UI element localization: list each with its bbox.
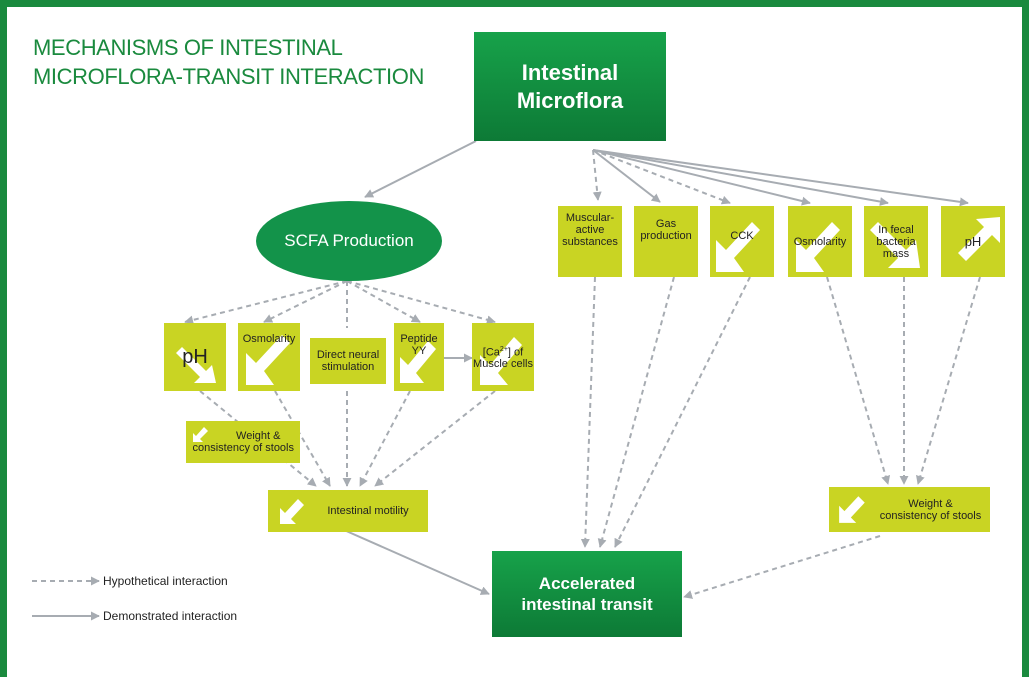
increase-arrow-icon bbox=[400, 341, 436, 383]
peptide-line-2: YY bbox=[411, 345, 427, 357]
edge-microflora-cck bbox=[592, 149, 731, 205]
neural-line-2: stimulation bbox=[321, 361, 375, 373]
edge-cck-accelerated bbox=[614, 276, 751, 548]
osmolarity-box-right: Osmolarity bbox=[788, 206, 852, 277]
increase-arrow-icon bbox=[716, 222, 760, 272]
edge-microflora-fecal bbox=[592, 149, 889, 206]
edge-scfa-peptide bbox=[346, 280, 421, 323]
peptide-line-1: Peptide bbox=[400, 333, 438, 345]
increase-arrow-icon bbox=[796, 222, 840, 272]
edge-osmolarity-motility bbox=[274, 390, 331, 487]
osmolarity-label-left: Osmolarity bbox=[242, 333, 296, 345]
increase-arrow-icon bbox=[480, 337, 522, 385]
fecal-bacteria-box: In fecal bacteria mass bbox=[864, 206, 928, 277]
muscular-line-1: Muscular- bbox=[565, 212, 615, 224]
diagram-title: MECHANISMS OF INTESTINAL MICROFLORA-TRAN… bbox=[33, 33, 453, 91]
decrease-arrow-icon bbox=[958, 217, 1000, 261]
fecal-line-2: bacteria bbox=[876, 235, 916, 248]
cck-box: CCK bbox=[710, 206, 774, 277]
calcium-line-2: Muscle cells bbox=[473, 358, 533, 371]
weight-box-left: Weight & consistency of stools bbox=[186, 421, 300, 463]
edge-calcium-motility bbox=[374, 390, 496, 487]
edge-peptide-motility bbox=[359, 390, 411, 487]
ph-box-right: pH bbox=[941, 206, 1005, 277]
edge-ph-weight bbox=[916, 276, 981, 485]
edge-microflora-muscular bbox=[592, 149, 602, 201]
muscular-line-3: substances bbox=[562, 236, 618, 248]
edge-osmolarity-weight bbox=[826, 276, 891, 485]
peptide-yy-box: Peptide YY bbox=[394, 323, 444, 391]
ph-label-left: pH bbox=[182, 346, 208, 368]
scfa-label: SCFA Production bbox=[284, 231, 414, 250]
decrease-arrow-icon bbox=[176, 347, 216, 383]
edge-scfa-ph bbox=[184, 280, 348, 325]
edge-microflora-ph bbox=[592, 149, 969, 207]
edge-microflora-osmolarity bbox=[592, 149, 811, 206]
accelerated-line-2: intestinal transit bbox=[521, 595, 653, 614]
osmolarity-label-right: Osmolarity bbox=[793, 236, 847, 248]
calcium-box: [Ca2+] of Muscle cells bbox=[472, 323, 534, 391]
muscular-active-box: Muscular- active substances bbox=[558, 206, 622, 277]
cck-label: CCK bbox=[730, 230, 754, 242]
weight-box-right: Weight & consistency of stools bbox=[829, 487, 990, 532]
gas-production-box: Gas production bbox=[634, 206, 698, 277]
intestinal-motility-box: Intestinal motility bbox=[268, 490, 428, 532]
increase-arrow-icon bbox=[839, 496, 865, 523]
neural-line-1: Direct neural bbox=[316, 349, 380, 361]
fecal-line-1: In fecal bbox=[878, 223, 914, 236]
legend-demonstrated: Demonstrated interaction bbox=[103, 609, 238, 623]
title-line-1: MECHANISMS OF INTESTINAL bbox=[33, 35, 343, 60]
edge-muscular-accelerated bbox=[580, 276, 596, 548]
ph-label-right: pH bbox=[964, 233, 982, 249]
microflora-line-1: Intestinal bbox=[521, 59, 619, 85]
weight-right-line-2: consistency of stools bbox=[879, 509, 982, 522]
scfa-production-ellipse: SCFA Production bbox=[256, 201, 442, 281]
edge-motility-accelerated bbox=[343, 529, 490, 595]
ph-box-left: pH bbox=[164, 323, 226, 391]
edge-scfa-calcium bbox=[346, 280, 496, 325]
edge-weight-accelerated bbox=[683, 535, 881, 599]
gas-line-2: production bbox=[640, 230, 692, 242]
increase-arrow-icon bbox=[193, 427, 208, 442]
calcium-line-1: [Ca2+] of bbox=[482, 345, 524, 359]
title-line-2: MICROFLORA-TRANSIT INTERACTION bbox=[33, 64, 424, 89]
motility-label: Intestinal motility bbox=[327, 505, 409, 517]
osmolarity-box-left: Osmolarity bbox=[238, 323, 300, 391]
weight-left-line-1: Weight & bbox=[236, 430, 281, 442]
edge-scfa-osmolarity bbox=[263, 280, 348, 323]
gas-line-1: Gas bbox=[655, 218, 677, 230]
fecal-line-3: mass bbox=[882, 247, 910, 260]
weight-left-line-2: consistency of stools bbox=[192, 442, 295, 454]
edge-gas-accelerated bbox=[597, 276, 675, 548]
microflora-line-2: Microflora bbox=[516, 87, 624, 113]
weight-right-line-1: Weight & bbox=[908, 497, 953, 510]
legend-hypothetical: Hypothetical interaction bbox=[103, 574, 228, 588]
increase-arrow-icon bbox=[280, 499, 304, 524]
increase-arrow-icon bbox=[870, 222, 920, 268]
muscular-line-2: active bbox=[575, 224, 605, 236]
intestinal-microflora-box: Intestinal Microflora bbox=[474, 32, 666, 141]
edge-microflora-gas bbox=[592, 149, 661, 203]
accelerated-transit-box: Accelerated intestinal transit bbox=[492, 551, 682, 637]
accelerated-line-1: Accelerated bbox=[538, 574, 636, 593]
increase-arrow-icon bbox=[246, 335, 290, 385]
edge-microflora-scfa bbox=[364, 140, 477, 198]
direct-neural-box: Direct neural stimulation bbox=[310, 338, 386, 384]
